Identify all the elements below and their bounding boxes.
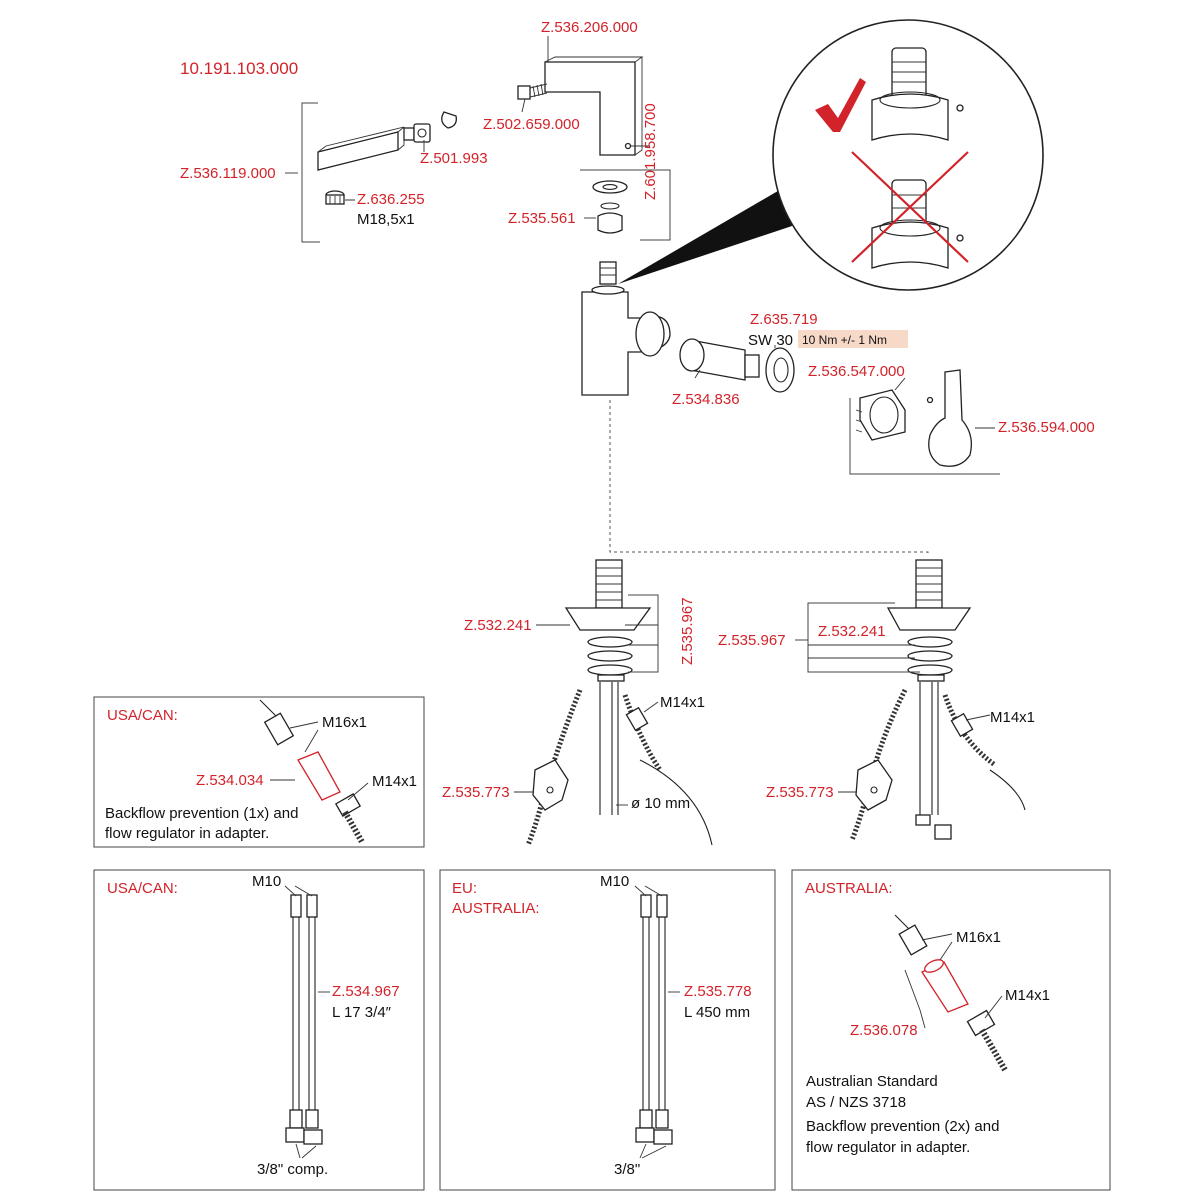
usa-adapter-code: Z.534.034	[196, 772, 264, 789]
mixer-body	[581, 188, 792, 396]
cartridge-code: Z.534.836	[672, 391, 740, 408]
eu-hoses-region-2: AUSTRALIA:	[452, 900, 540, 917]
aus-adapter-note-1: Backflow prevention (2x) and	[806, 1118, 999, 1135]
eu-hoses-connection: 3/8"	[614, 1161, 640, 1178]
wrench-size: SW 30	[748, 332, 793, 349]
title-code: 10.191.103.000	[180, 59, 298, 78]
cartridge-assembly: Z.635.719 SW 30 10 Nm +/- 1 Nm Z.534.836	[672, 311, 908, 408]
aerator-part	[517, 83, 548, 100]
cap-code: Z.536.547.000	[808, 363, 905, 380]
usa-adapter-thread-top: M16x1	[322, 714, 367, 731]
right-hose-code: Z.535.773	[766, 784, 834, 801]
usa-adapter-thread-bottom: M14x1	[372, 773, 417, 790]
usa-adapter-region: USA/CAN:	[107, 707, 178, 724]
usa-adapter-note-2: flow regulator in adapter.	[105, 825, 269, 842]
left-bracket-code: Z.532.241	[464, 617, 532, 634]
usa-hoses-length: L 17 3/4″	[332, 1004, 392, 1021]
insert-thread: M18,5x1	[357, 211, 415, 228]
usa-adapter-panel: USA/CAN: M16x1 Z.534.034 M14x1 Backflow …	[93, 696, 425, 848]
usa-hoses-panel: USA/CAN: M10 Z.534.967 L 17 3/4″ 3/8" co…	[93, 869, 425, 1191]
aus-standard-2: AS / NZS 3718	[806, 1094, 906, 1111]
lever-code: Z.536.594.000	[998, 419, 1095, 436]
extension-assembly: Z.536.119.000 Z.501.993 Z.636.255 M18,5x…	[180, 102, 488, 243]
usa-hoses-thread: M10	[252, 873, 281, 890]
eu-hoses-length: L 450 mm	[684, 1004, 750, 1021]
grub-screw-part	[624, 142, 632, 150]
eu-hoses-panel: EU: AUSTRALIA: M10 Z.535.778 L 450 mm 3/…	[439, 869, 776, 1191]
seal-part	[592, 180, 628, 234]
aerator-code: Z.502.659.000	[483, 116, 580, 133]
right-set-code: Z.535.967	[718, 632, 786, 649]
torque-highlight	[798, 330, 908, 348]
torque-value: 10 Nm +/- 1 Nm	[802, 333, 887, 347]
handle-assembly: Z.536.547.000 Z.536.594.000	[808, 363, 1095, 475]
right-bracket-code: Z.532.241	[818, 623, 886, 640]
eu-hoses-code: Z.535.778	[684, 983, 752, 1000]
usa-hoses-code: Z.534.967	[332, 983, 400, 1000]
nut-code: Z.501.993	[420, 150, 488, 167]
aus-standard-1: Australian Standard	[806, 1073, 938, 1090]
extension-code: Z.536.119.000	[180, 165, 276, 182]
seal-code: Z.535.561	[508, 210, 576, 227]
spout-code: Z.536.206.000	[541, 19, 638, 36]
eu-hoses-region-1: EU:	[452, 880, 477, 897]
usa-hoses-region: USA/CAN:	[107, 880, 178, 897]
right-thread: M14x1	[990, 709, 1035, 726]
left-diameter: ø 10 mm	[631, 795, 690, 812]
spout-assembly: Z.536.206.000 Z.502.659.000 Z.601.958.70…	[483, 19, 671, 241]
usa-adapter-note-1: Backflow prevention (1x) and	[105, 805, 298, 822]
cross-icon	[851, 151, 969, 263]
screw-code: Z.601.958.700	[642, 103, 659, 200]
usa-hoses-connection: 3/8" comp.	[257, 1161, 328, 1178]
aus-adapter-note-2: flow regulator in adapter.	[806, 1139, 970, 1156]
eu-hoses-thread: M10	[600, 873, 629, 890]
left-thread: M14x1	[660, 694, 705, 711]
cartridge-nut-code: Z.635.719	[750, 311, 818, 328]
mounting-right: Z.535.967 Z.532.241 M14x1 Z.535.773	[718, 559, 1035, 841]
aus-adapter-code: Z.536.078	[850, 1022, 918, 1039]
left-set-code: Z.535.967	[679, 597, 696, 665]
left-hose-code: Z.535.773	[442, 784, 510, 801]
checkmark-icon	[815, 78, 866, 132]
detail-callout	[772, 19, 1044, 291]
aus-adapter-region: AUSTRALIA:	[805, 880, 893, 897]
aus-adapter-panel: AUSTRALIA: M16x1 M14x1 Z.536.078 Austral…	[791, 869, 1111, 1191]
mounting-left: Z.532.241 Z.535.967 M14x1 Z.535.773 ø 10…	[442, 559, 713, 846]
aus-adapter-thread-bottom: M14x1	[1005, 987, 1050, 1004]
aus-adapter-thread-top: M16x1	[956, 929, 1001, 946]
insert-code: Z.636.255	[357, 191, 425, 208]
